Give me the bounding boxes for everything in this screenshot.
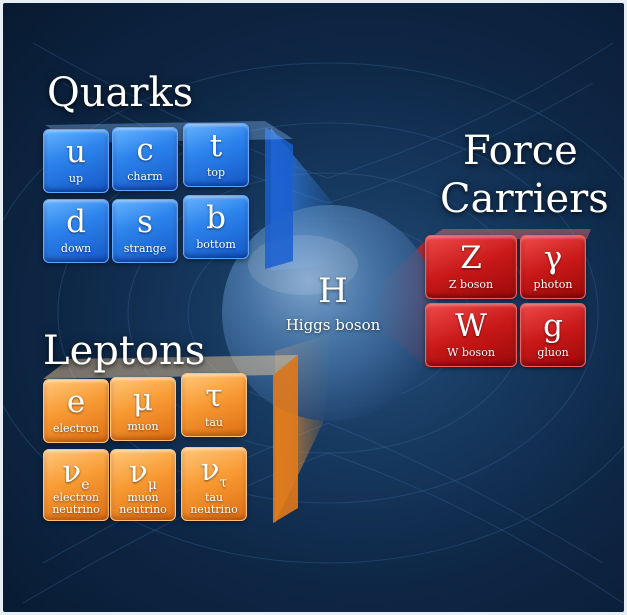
lepton-subscript: τ [219, 475, 228, 491]
quark-label: bottom [196, 238, 236, 251]
force-label: W boson [447, 346, 495, 359]
lepton-symbol: ντ [200, 452, 228, 491]
lepton-electron: e electron [43, 379, 109, 443]
force-symbol: Z [460, 240, 482, 276]
force-photon: γ photon [520, 235, 586, 299]
quark-label: strange [123, 242, 167, 255]
lepton-label: muon [127, 420, 159, 433]
quark-symbol: t [209, 128, 223, 164]
lepton-tau: τ tau [181, 373, 247, 437]
quark-charm: c charm [112, 127, 178, 191]
force-symbol: g [543, 308, 563, 344]
quark-symbol: s [137, 204, 153, 240]
quark-symbol: d [66, 204, 86, 240]
force-gluon: g gluon [520, 303, 586, 367]
higgs-label: Higgs boson [285, 316, 381, 334]
lepton-symbol: e [66, 384, 86, 420]
quark-down: d down [43, 199, 109, 263]
quark-top: t top [183, 123, 249, 187]
lepton-label: tau [204, 416, 224, 429]
quarks-heading: Quarks [47, 70, 194, 116]
higgs-sphere [222, 205, 438, 421]
force-w-boson: W W boson [425, 303, 517, 367]
lepton-symbol: τ [205, 378, 223, 414]
force-carriers-heading-line2: Carriers [440, 176, 609, 222]
force-symbol: W [455, 308, 487, 344]
leptons-heading: Leptons [43, 328, 206, 374]
quark-label: top [206, 166, 226, 179]
higgs-symbol: H [318, 271, 348, 311]
quark-bottom: b bottom [183, 195, 249, 259]
force-label: gluon [537, 346, 569, 359]
lepton-subscript: e [81, 477, 90, 493]
quark-label: up [68, 172, 84, 185]
lepton-symbol: νμ [129, 454, 157, 493]
force-label: photon [533, 278, 573, 291]
lepton-muon: μ muon [110, 377, 176, 441]
diagram-canvas: Quarks Force Carriers Leptons u up c cha… [3, 3, 624, 612]
quark-symbol: u [66, 134, 86, 170]
lepton-subscript: μ [147, 477, 157, 493]
lepton-symbol: μ [132, 382, 154, 418]
quark-symbol: b [206, 200, 226, 236]
lepton-symbol: νe [62, 454, 90, 493]
force-carriers-heading-line1: Force [463, 128, 578, 174]
lepton-label: electron [52, 422, 100, 435]
force-z-boson: Z Z boson [425, 235, 517, 299]
force-symbol: γ [543, 240, 563, 276]
quark-symbol: c [136, 132, 154, 168]
quark-label: down [60, 242, 92, 255]
quark-strange: s strange [112, 199, 178, 263]
force-label: Z boson [448, 278, 494, 291]
quark-label: charm [127, 170, 163, 183]
quark-up: u up [43, 129, 109, 193]
